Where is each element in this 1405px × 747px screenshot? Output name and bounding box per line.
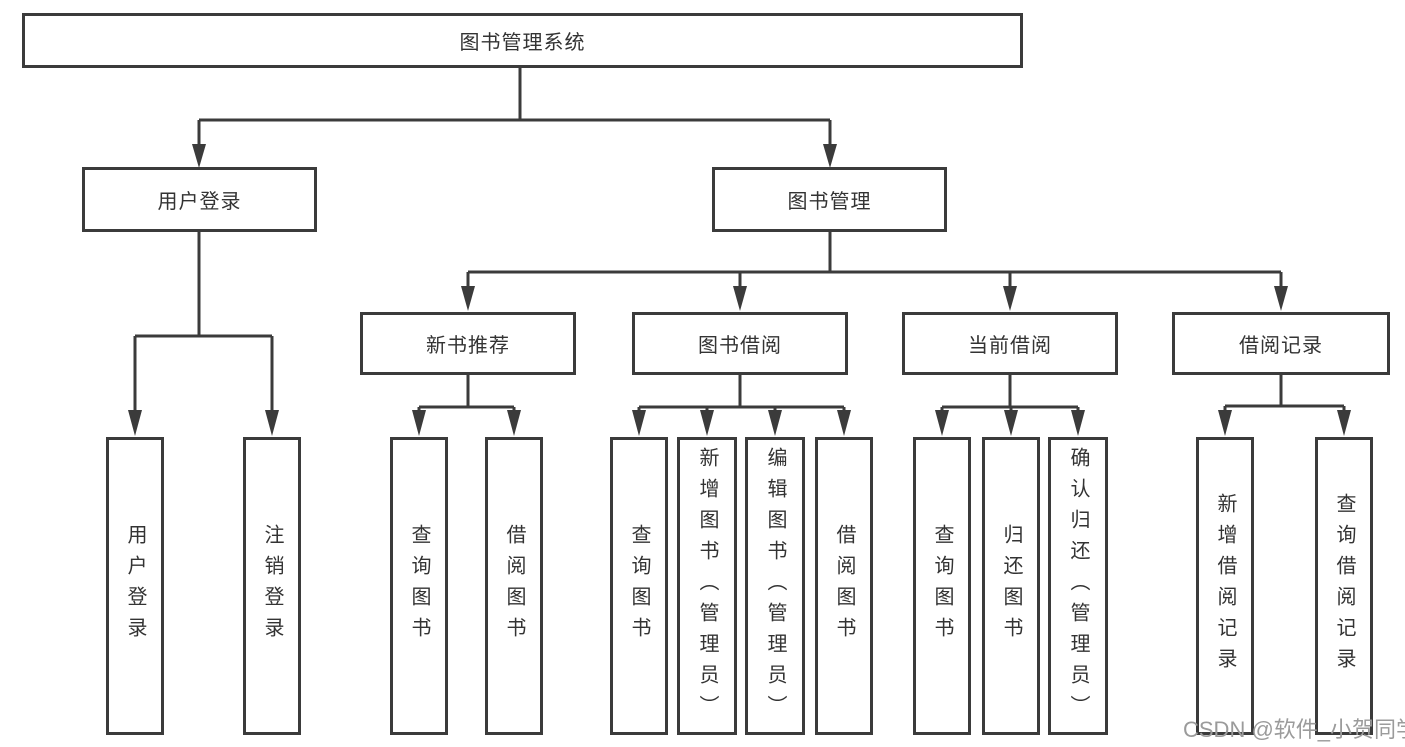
leaf-confirm-return-admin: 确认归还（管理员） [1048,437,1108,735]
leaf-query-borrow-record: 查询借阅记录 [1315,437,1373,735]
leaf-label: 借阅图书 [503,524,525,648]
node-label: 图书管理 [787,191,872,213]
node-label: 图书借阅 [698,335,782,357]
node-label: 新书推荐 [426,335,510,357]
leaf-label: 确认归还（管理员） [1067,446,1089,726]
node-book-management: 图书管理 [712,167,947,232]
leaf-edit-book-admin: 编辑图书（管理员） [745,437,805,735]
leaf-return-book: 归还图书 [982,437,1040,735]
leaf-label: 借阅图书 [833,524,855,648]
node-label: 用户登录 [157,191,242,213]
node-borrowing-records: 借阅记录 [1172,312,1390,375]
leaf-label: 新增图书（管理员） [696,446,718,726]
leaf-query-books-recommend: 查询图书 [390,437,448,735]
node-new-book-recommend: 新书推荐 [360,312,576,375]
csdn-watermark: CSDN @软件_小贺同学 [1183,717,1405,742]
connector-bookborrow-to-leaves [632,375,851,436]
leaf-label: 新增借阅记录 [1214,493,1236,679]
leaf-label: 归还图书 [1000,524,1022,648]
node-label: 当前借阅 [968,335,1052,357]
node-current-borrowing: 当前借阅 [902,312,1118,375]
node-book-borrowing: 图书借阅 [632,312,848,375]
connector-borrowrecords-to-leaves [1218,375,1351,436]
leaf-label: 查询图书 [628,524,650,648]
node-user-login: 用户登录 [82,167,317,232]
connector-userlogin-to-leaves [128,232,279,436]
leaf-label: 查询借阅记录 [1333,493,1355,679]
leaf-query-books-borrow: 查询图书 [610,437,668,735]
leaf-label: 查询图书 [408,524,430,648]
connector-root-to-level2 [192,68,837,168]
leaf-label: 编辑图书（管理员） [764,446,786,726]
leaf-borrow-books-recommend: 借阅图书 [485,437,543,735]
node-label: 图书管理系统 [459,32,586,54]
connector-currentborrow-to-leaves [935,375,1085,436]
leaf-add-book-admin: 新增图书（管理员） [677,437,737,735]
node-library-management-system: 图书管理系统 [22,13,1023,68]
leaf-add-borrow-record: 新增借阅记录 [1196,437,1254,735]
leaf-label: 注销登录 [261,524,283,648]
connector-bookmgmt-to-level3 [461,232,1288,311]
connector-newbookrec-to-leaves [412,375,521,436]
leaf-label: 查询图书 [931,524,953,648]
leaf-borrow-books: 借阅图书 [815,437,873,735]
leaf-label: 用户登录 [124,524,146,648]
leaf-logout-login: 注销登录 [243,437,301,735]
node-label: 借阅记录 [1239,335,1323,357]
leaf-query-books-current: 查询图书 [913,437,971,735]
leaf-user-login: 用户登录 [106,437,164,735]
